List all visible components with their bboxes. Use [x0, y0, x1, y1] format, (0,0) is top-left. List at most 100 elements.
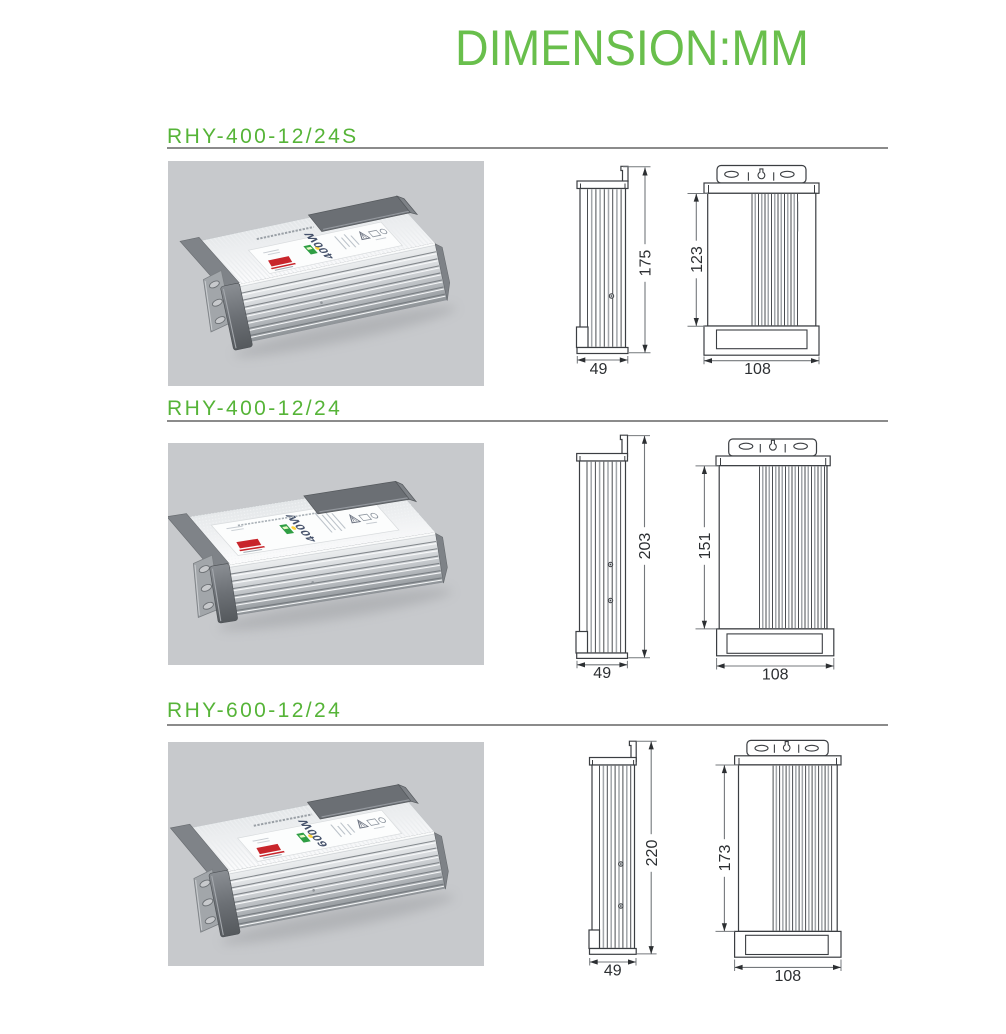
dimension-text: 108 [744, 361, 771, 378]
section-3-side-view-drawing [588, 740, 637, 955]
green-mark-icon [279, 524, 295, 535]
mount-bracket [716, 164, 807, 184]
mounting-flange [203, 269, 233, 333]
section-3-side-width-dimension: 49 [589, 958, 637, 980]
dimension-text: 49 [604, 963, 622, 980]
unit-left-cap [209, 563, 238, 624]
flange-hole [214, 316, 226, 325]
section-2-model-heading: RHY-400-12/24 [167, 397, 343, 420]
section-2-rule [167, 420, 888, 422]
section-3-rule [167, 724, 888, 726]
unit-shadow [233, 305, 456, 357]
safety-icons [349, 512, 379, 525]
mount-bracket [728, 438, 818, 457]
dimension-text: 49 [590, 361, 608, 378]
unit-shadow [218, 588, 453, 631]
section-2-product-illustration: 400W [168, 480, 453, 631]
section-1-front-height-dimension: 123 [687, 193, 708, 327]
body [718, 465, 828, 630]
body [737, 764, 838, 933]
input-cover [575, 630, 589, 654]
unit-left-cap [220, 282, 253, 351]
bottom-cap [588, 947, 637, 955]
fin-ribs [599, 765, 632, 948]
brand-logo [236, 538, 266, 553]
section-3-model-heading: RHY-600-12/24 [167, 699, 343, 722]
section-3-front-height-dimension: 173 [715, 764, 739, 932]
body [707, 192, 817, 327]
dimension-text: 108 [762, 666, 789, 683]
slot-hole [754, 744, 769, 752]
unit-right-cap [434, 243, 451, 301]
flange-hole [204, 916, 216, 925]
micro-text-strip [253, 813, 313, 827]
keyhole [757, 168, 766, 180]
section-2-product-photo: 400W [168, 443, 484, 665]
screw [608, 293, 615, 299]
section-2-front-width-dimension: 108 [716, 658, 835, 683]
flange-hole [202, 898, 214, 907]
section-2-front-view-drawing [715, 438, 835, 657]
bottom-cap [576, 652, 629, 660]
unit-shadow [220, 894, 455, 944]
safety-icons [358, 228, 388, 241]
section-2-side-height-dimension: 203 [628, 435, 654, 659]
flange-hole [209, 280, 220, 289]
dimension-text: 173 [717, 845, 734, 872]
section-3-product-illustration: 600W [169, 783, 455, 944]
safety-icons [357, 817, 386, 830]
section-1-product-illustration: 400W [179, 195, 456, 357]
screw [618, 861, 624, 867]
slot-hole [738, 442, 754, 450]
top-cap [576, 180, 629, 190]
keyhole [769, 439, 777, 451]
dimension-text: 151 [697, 533, 714, 560]
section-1-side-width-dimension: 49 [576, 356, 629, 378]
green-mark-icon [296, 832, 311, 843]
top-cap [576, 452, 629, 462]
unit-right-cap [433, 832, 449, 890]
dimension-text: 123 [689, 246, 706, 273]
slot-hole [724, 170, 739, 178]
mount-tab [620, 165, 629, 182]
terminal-cover [726, 633, 823, 654]
top-flange [703, 182, 820, 194]
green-mark-icon [303, 244, 318, 255]
yellow-dot-icon [308, 834, 313, 838]
section-1-model-heading: RHY-400-12/24S [167, 125, 359, 148]
fin-ribs [751, 194, 798, 326]
micro-text-strip [256, 226, 314, 241]
brand-logo [256, 843, 285, 859]
case-screw [320, 301, 323, 305]
keyhole [782, 741, 791, 752]
top-flange [715, 455, 831, 467]
terminal-cover [745, 934, 829, 956]
dimension-text: 203 [637, 533, 654, 560]
fin-ribs [759, 466, 825, 629]
section-1-product-photo: 400W [168, 161, 484, 386]
mount-tab [628, 740, 637, 762]
section-1-side-height-dimension: 175 [623, 166, 655, 354]
case-screw [312, 889, 316, 892]
mount-bracket [746, 739, 829, 757]
input-cover [575, 326, 589, 349]
yellow-dot-icon [315, 246, 320, 250]
top-cap [588, 756, 637, 766]
body [578, 460, 627, 654]
top-flange [733, 755, 842, 766]
screw [607, 597, 614, 604]
flange-hole [200, 583, 212, 592]
page-title: DIMENSION:MM [455, 20, 809, 76]
case-screw [311, 581, 315, 584]
input-cover [588, 929, 601, 950]
section-1-side-view-drawing [575, 165, 629, 355]
flange-hole [198, 565, 210, 573]
body [579, 187, 627, 349]
mount-tab [619, 434, 629, 457]
terminal-base [715, 628, 835, 657]
power-supply-unit: 400W [168, 480, 453, 631]
bottom-cap [576, 346, 629, 355]
section-3-front-width-dimension: 108 [734, 959, 842, 985]
